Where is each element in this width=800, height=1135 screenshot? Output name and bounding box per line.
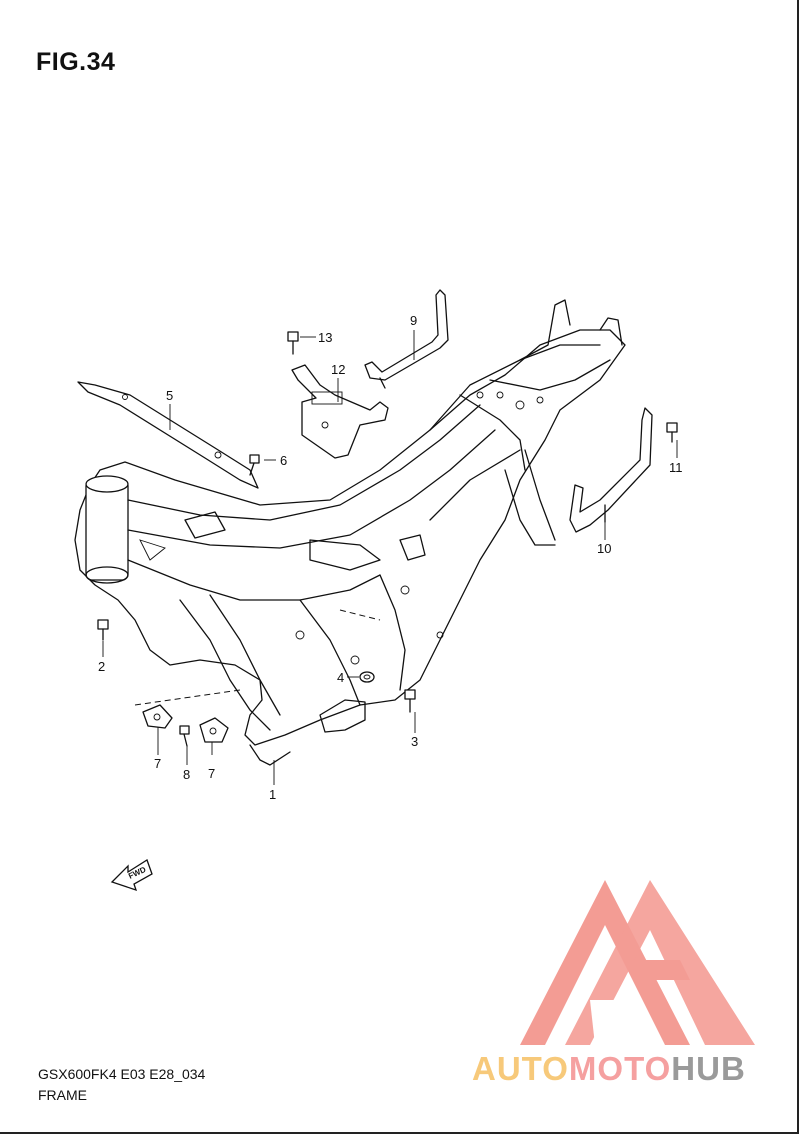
callout-10: 10 [597,541,611,556]
watermark-part-auto: AUTO [472,1050,569,1087]
bolt-part-8 [179,725,190,747]
plate-part-7-right [199,717,229,743]
callout-3: 3 [411,734,418,749]
callout-2: 2 [98,659,105,674]
main-frame-part-1 [74,299,626,766]
assembly-guide-line [339,609,381,621]
figure-title: FIG.34 [36,48,116,76]
bolt-part-13 [287,331,299,355]
callout-5: 5 [166,388,173,403]
plate-part-7-left [142,704,173,729]
callout-8: 8 [183,767,190,782]
callout-9: 9 [410,313,417,328]
steering-head [85,479,129,581]
callout-4: 4 [337,670,344,685]
callout-labels: 1 2 3 4 5 6 7 7 8 9 10 11 12 13 [98,313,683,802]
bracket-part-12 [291,364,389,459]
spacer-part-4 [359,671,375,683]
callout-7-left: 7 [154,756,161,771]
model-code: GSX600FK4 E03 E28_034 [38,1066,206,1082]
bracket-part-5 [77,381,259,489]
bolt-part-11 [666,422,678,443]
bracket-part-10 [569,407,653,533]
bracket-part-9 [364,289,449,389]
section-name: FRAME [38,1087,87,1103]
callout-11: 11 [669,460,683,475]
watermark-logo [520,880,755,1045]
watermark-part-moto: MOTO [568,1050,672,1087]
callout-1: 1 [269,787,276,802]
watermark-part-hub: HUB [671,1050,746,1087]
bolt-part-2 [97,619,109,641]
bolt-part-3 [404,689,416,713]
assembly-guide-line [134,689,241,706]
bolt-part-6 [249,454,260,476]
leader-lines [102,330,678,785]
watermark-text: AUTOMOTOHUB [472,1050,746,1088]
callout-6: 6 [280,453,287,468]
callout-12: 12 [331,362,345,377]
fwd-arrow-icon: FWD [110,859,153,892]
callout-7-right: 7 [208,766,215,781]
callout-13: 13 [318,330,332,345]
